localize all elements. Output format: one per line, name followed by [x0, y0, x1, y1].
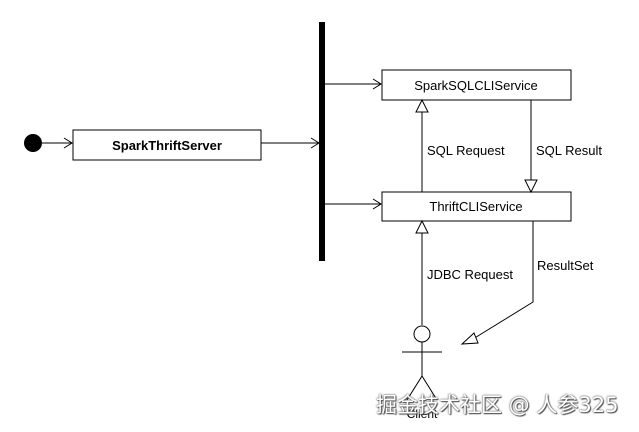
thrift-cli-service-label: ThriftCLIService: [429, 199, 522, 214]
fork-thrift-arrowhead: [372, 198, 382, 210]
thrift-cli-service-box: [381, 191, 572, 222]
client-label: Client: [407, 407, 438, 421]
spark-thrift-server-box: [72, 129, 262, 161]
spark-sql-cli-service-label: SparkSQLCLIService: [414, 78, 538, 93]
spark-sql-cli-service-box: [381, 69, 572, 101]
result-set-arrowhead: [460, 332, 479, 345]
fork-bar: [319, 22, 325, 261]
start-arrowhead: [63, 137, 73, 149]
client-actor-icon: [402, 325, 442, 401]
jdbc-request-label: JDBC Request: [427, 267, 513, 282]
result-set-label: ResultSet: [537, 258, 594, 273]
watermark: 掘金技术社区 @ 人参325: [376, 393, 619, 417]
start-node: [24, 134, 42, 152]
sql-result-label: SQL Result: [536, 143, 602, 158]
sql-request-label: SQL Request: [427, 143, 505, 158]
result-set-line: [472, 221, 534, 340]
sql-request-arrowhead: [415, 98, 429, 113]
fork-sql-arrowhead: [372, 78, 382, 90]
sql-result-arrowhead: [524, 179, 538, 194]
jdbc-request-arrowhead: [415, 219, 429, 234]
spark-thrift-server-label: SparkThriftServer: [112, 138, 222, 153]
